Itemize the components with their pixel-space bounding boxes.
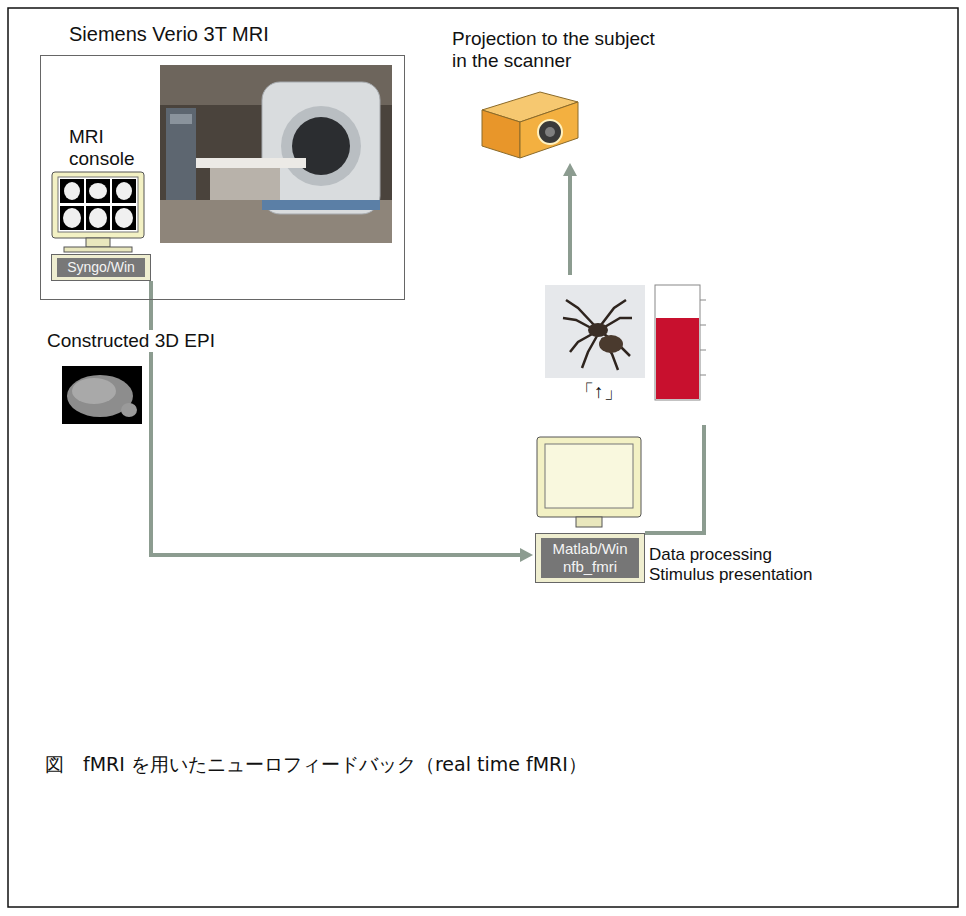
spider-picture — [545, 285, 645, 378]
projector — [482, 92, 578, 158]
stimulus-display: 「↑」 — [545, 275, 710, 425]
figure-caption: 図 fMRI を用いたニューロフィードバック（real time fMRI） — [45, 752, 587, 778]
mri-photo — [160, 65, 392, 243]
instruction-arrow: 「↑」 — [575, 379, 623, 405]
arrow-head — [520, 548, 533, 562]
software-label: Matlab/Win nfb_fmri — [541, 538, 639, 578]
device-label: MRI console — [69, 126, 153, 170]
processing-monitor — [537, 437, 641, 527]
outer-frame — [8, 8, 958, 907]
data-flow-connector — [151, 281, 533, 562]
function-label: Data processing Stimulus presentation — [649, 545, 834, 586]
brain-image — [62, 366, 142, 424]
data-flow-connector — [563, 163, 577, 275]
scanner-region: Siemens Verio 3T MRIMRI consoleSyngo/Win — [40, 55, 405, 300]
console-computer: MRI consoleSyngo/Win — [49, 126, 161, 281]
region-title: Siemens Verio 3T MRI — [69, 23, 269, 46]
computer-base: Matlab/Win nfb_fmri — [535, 533, 645, 583]
feedback-bar — [655, 285, 706, 400]
edge-label: Constructed 3D EPI — [45, 330, 217, 352]
software-label: Syngo/Win — [57, 258, 145, 277]
connector-line — [568, 173, 572, 275]
console-monitor — [52, 172, 144, 252]
device-label: Projection to the subject in the scanner — [452, 28, 667, 72]
connector-line — [151, 281, 523, 555]
computer-base: Syngo/Win — [51, 254, 151, 281]
processing-computer: Matlab/Win nfb_fmriData processing Stimu… — [533, 433, 645, 583]
projector-node: Projection to the subject in the scanner — [452, 28, 692, 163]
arrow-head — [563, 163, 577, 176]
data-flow-connector — [645, 425, 704, 533]
connector-line — [645, 425, 704, 533]
